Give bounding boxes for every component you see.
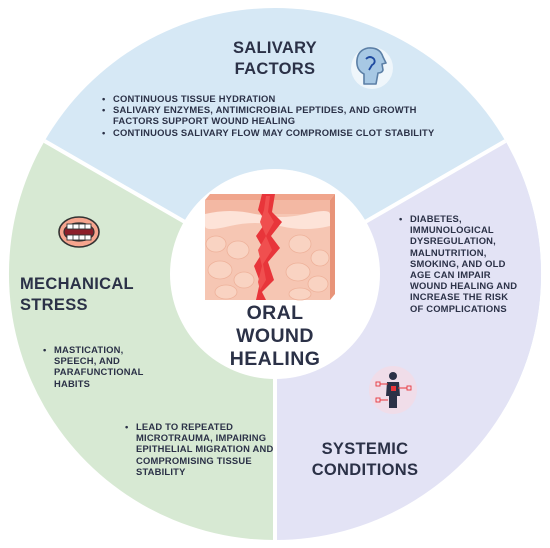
head-profile-icon — [351, 47, 393, 89]
list-item: SALIVARY ENZYMES, ANTIMICROBIAL PEPTIDES… — [101, 104, 451, 126]
salivary-factors-title: SALIVARY FACTORS — [205, 38, 345, 80]
title-line: CONDITIONS — [311, 461, 419, 479]
mouth-teeth-icon — [58, 216, 100, 248]
title-line: FACTORS — [234, 60, 316, 78]
title-line: WOUND — [236, 325, 314, 347]
list-item: MASTICATION, SPEECH, AND PARAFUNCTIONAL … — [42, 344, 157, 389]
systemic-conditions-list: DIABETES, IMMUNOLOGICAL DYSREGULATION, M… — [398, 213, 523, 314]
body-diagnosis-icon — [369, 366, 417, 414]
title-line: ORAL — [246, 302, 304, 324]
title-line: SYSTEMIC — [321, 440, 409, 458]
systemic-conditions-title: SYSTEMIC CONDITIONS — [300, 439, 430, 481]
title-line: HEALING — [229, 348, 321, 370]
list-item: DIABETES, IMMUNOLOGICAL DYSREGULATION, M… — [398, 213, 523, 314]
title-line: STRESS — [20, 296, 88, 314]
title-line: SALIVARY — [233, 39, 317, 57]
list-item: CONTINUOUS SALIVARY FLOW MAY COMPROMISE … — [101, 127, 451, 138]
center-title: ORAL WOUND HEALING — [195, 302, 355, 371]
title-line: MECHANICAL — [20, 275, 134, 293]
mechanical-stress-list-1: MASTICATION, SPEECH, AND PARAFUNCTIONAL … — [42, 344, 157, 389]
skin-wound-icon — [205, 194, 335, 301]
salivary-factors-list: CONTINUOUS TISSUE HYDRATION SALIVARY ENZ… — [101, 93, 451, 138]
mechanical-stress-list-2: LEAD TO REPEATED MICROTRAUMA, IMPAIRING … — [124, 421, 274, 477]
mechanical-stress-title: MECHANICAL STRESS — [10, 274, 170, 316]
list-item: LEAD TO REPEATED MICROTRAUMA, IMPAIRING … — [124, 421, 274, 477]
list-item: CONTINUOUS TISSUE HYDRATION — [101, 93, 451, 104]
